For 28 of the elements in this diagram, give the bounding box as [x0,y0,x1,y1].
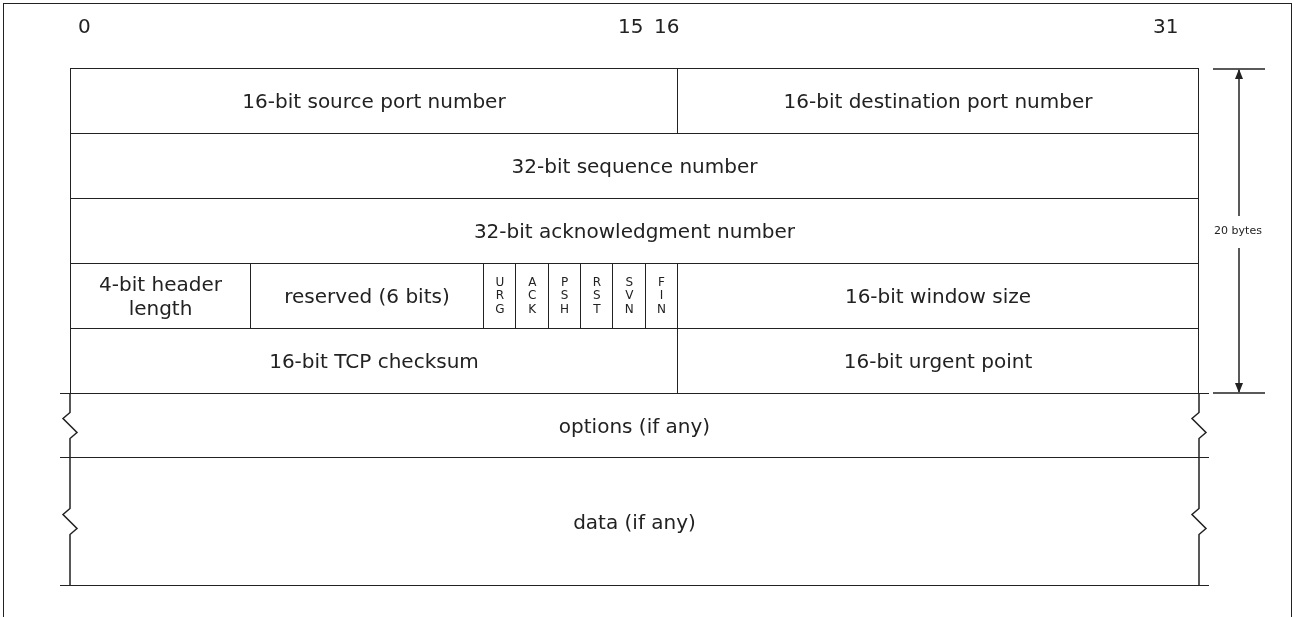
header-field [70,133,1199,199]
field-label: ACK [527,275,538,317]
header-field [60,457,1209,586]
field-label: data (if any) [573,509,696,534]
field-label: 16-bit source port number [242,89,506,113]
field-label: reserved (6 bits) [284,284,450,308]
bit-position-number: 31 [1153,14,1179,38]
field-label: RST [591,275,602,317]
header-field [70,68,678,134]
bit-position-number: 15 [618,14,644,38]
field-label: 32-bit acknowledgment number [473,219,796,243]
field-label: 16-bit urgent point [843,349,1033,373]
field-label: 16-bit destination port number [783,89,1093,113]
header-field [70,198,1199,264]
bit-position-number: 0 [78,14,91,38]
field-label: URG [494,275,505,317]
field-label: 4-bit header length [98,272,223,320]
field-label: 16-bit TCP checksum [269,349,479,373]
field-label: FIN [656,275,667,317]
header-field [677,68,1199,134]
field-label: 16-bit window size [844,284,1032,308]
field-label: SVN [624,275,635,317]
field-label: options (if any) [558,413,711,438]
header-field [60,393,1209,458]
bit-position-number: 16 [654,14,680,38]
dimension-label: 20 bytes [1213,224,1263,237]
field-label: 32-bit sequence number [511,154,758,178]
field-label: PSH [559,275,570,317]
